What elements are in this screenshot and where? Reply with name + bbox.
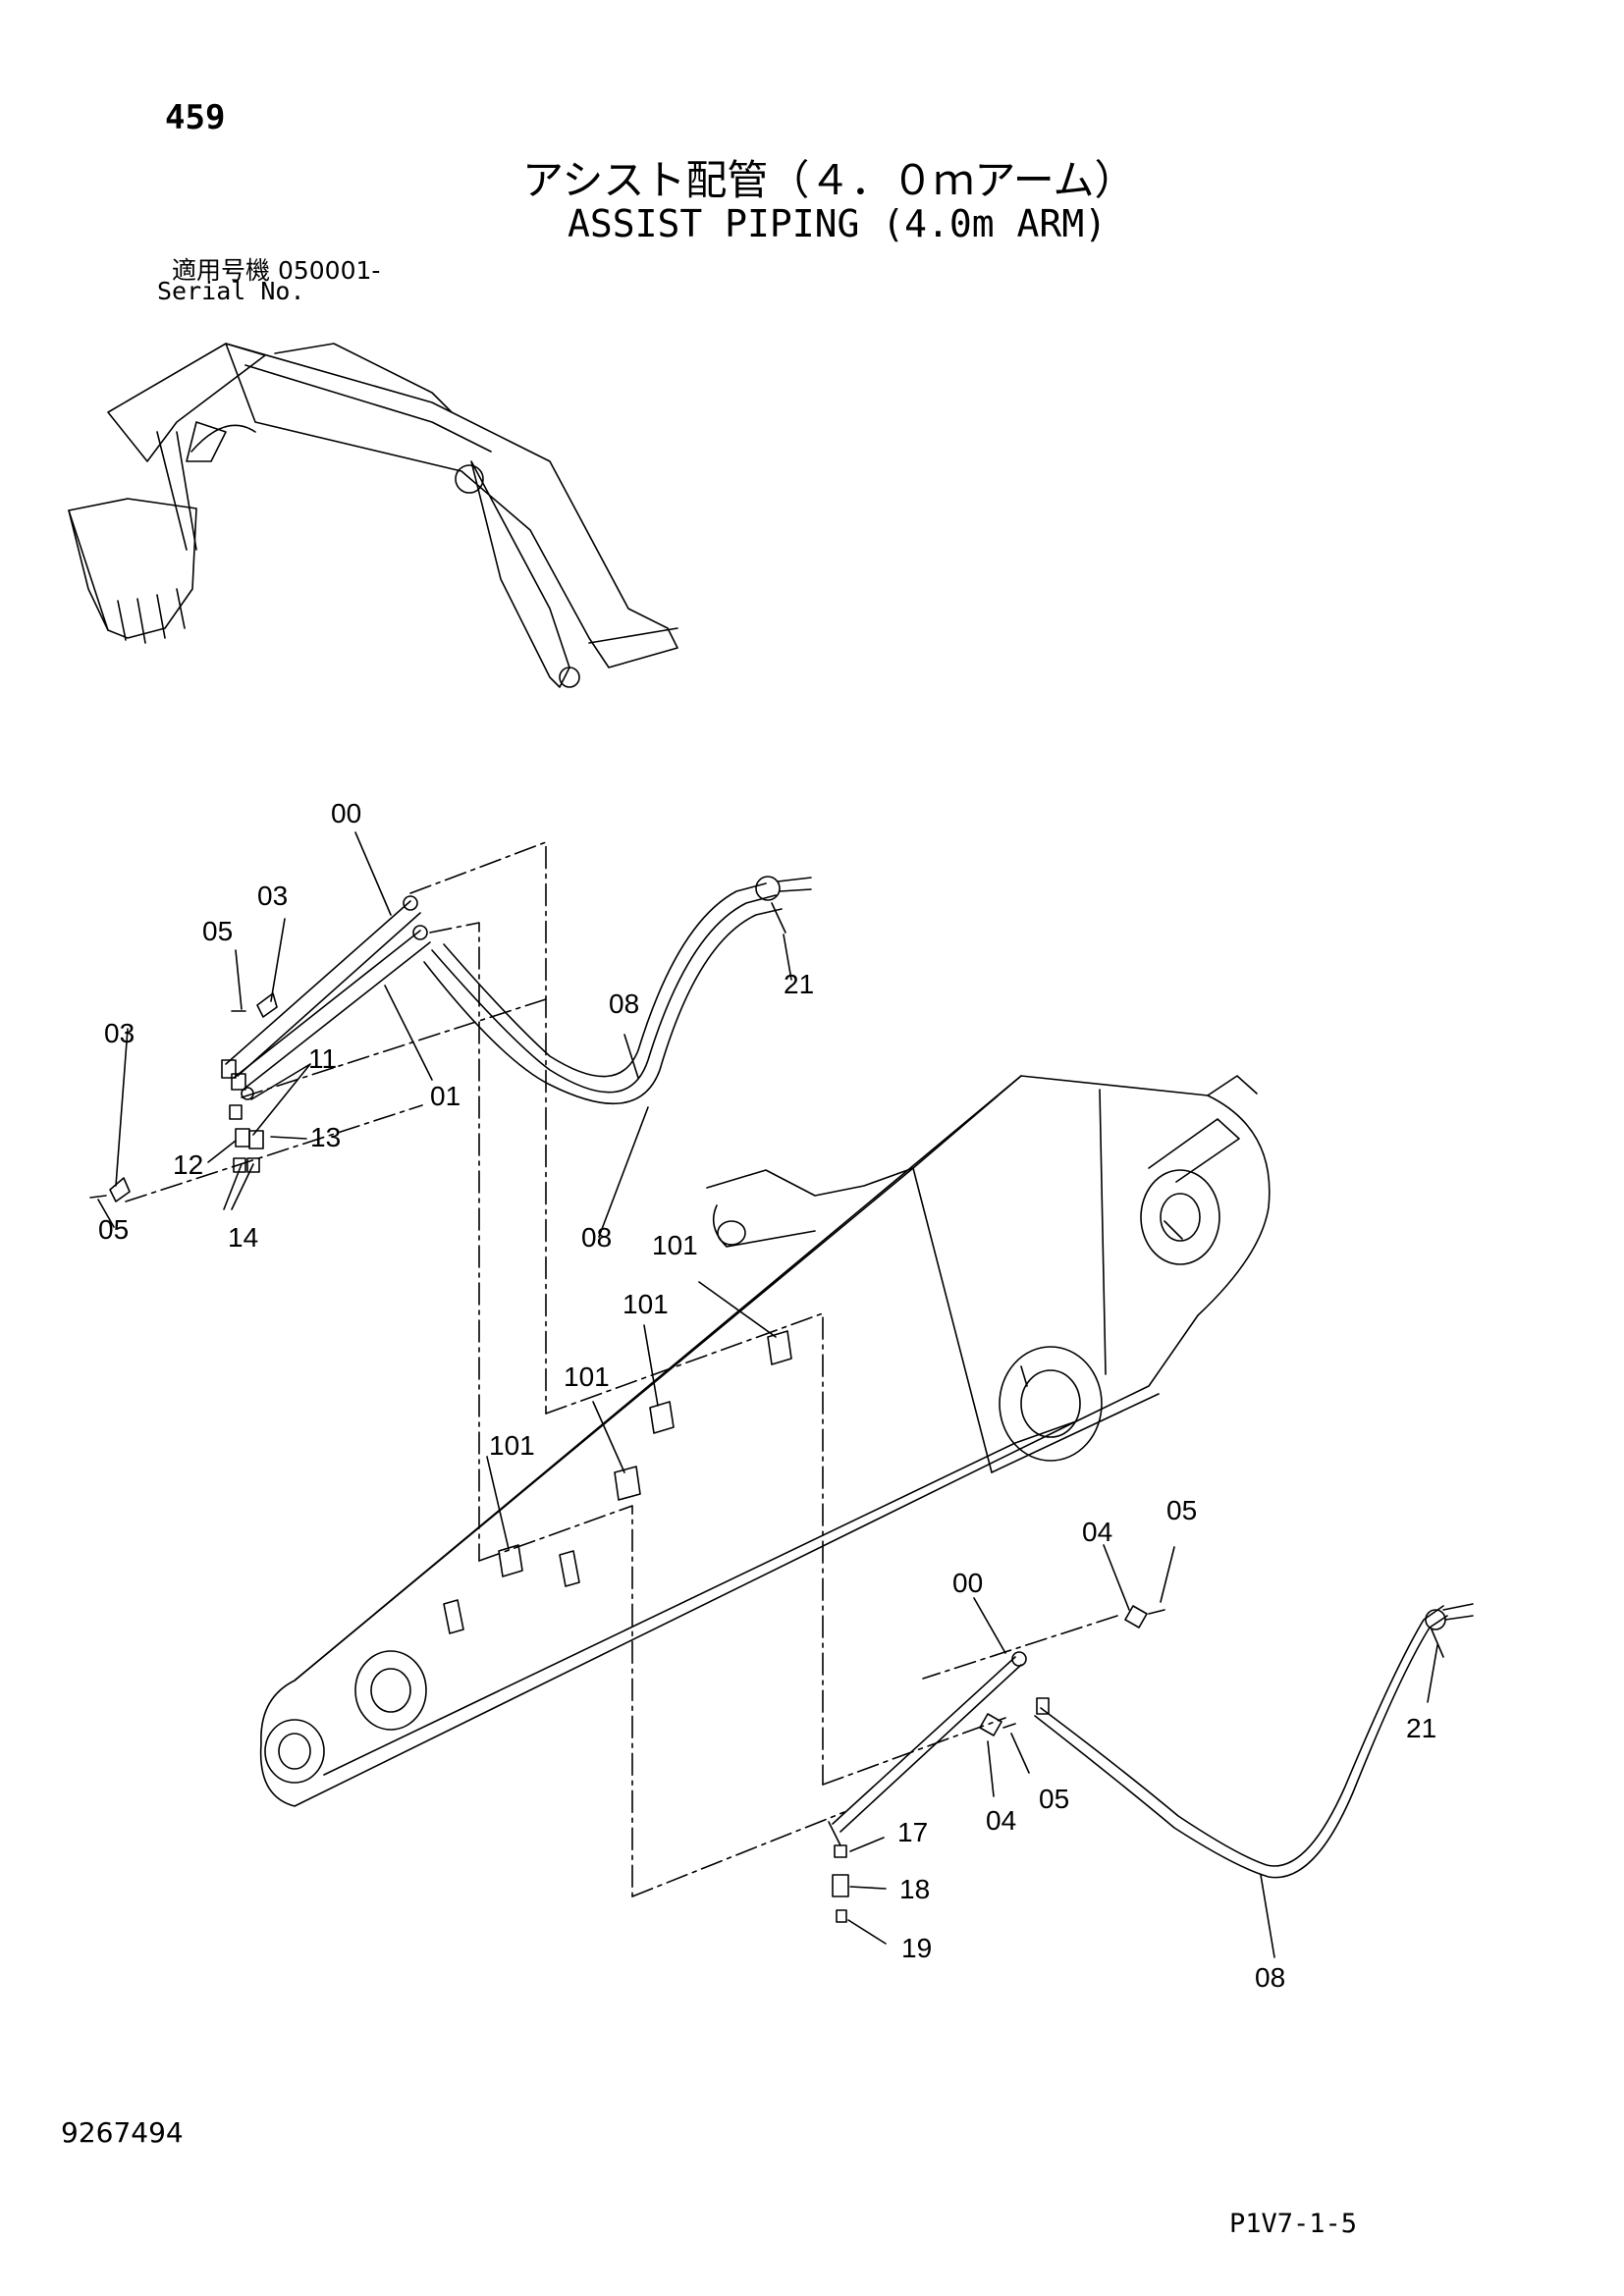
assembly-guide-lines <box>125 841 1118 1897</box>
callout-101-b: 101 <box>623 1289 669 1319</box>
excavator-overview-illustration <box>68 343 678 688</box>
clamp-blocks <box>486 1281 792 1577</box>
callout-05-b: 05 <box>98 1214 129 1245</box>
callout-14: 14 <box>228 1222 258 1253</box>
callout-101-c: 101 <box>564 1362 610 1392</box>
sheet-code: P1V7-1-5 <box>1229 2209 1358 2239</box>
callout-12: 12 <box>173 1149 203 1180</box>
title-english: ASSIST PIPING (4.0m ARM) <box>568 202 1108 245</box>
callout-08-c: 08 <box>1255 1962 1285 1993</box>
callout-11: 11 <box>308 1043 337 1074</box>
callout-08-a: 08 <box>609 988 639 1019</box>
serial-number-label: Serial No. <box>157 277 305 305</box>
callout-19: 19 <box>901 1933 932 1963</box>
callout-101-a: 101 <box>652 1230 698 1260</box>
callout-05-c: 05 <box>1166 1495 1197 1525</box>
page-number: 459 <box>165 98 226 137</box>
callout-05-a: 05 <box>202 916 233 946</box>
title-japanese: アシスト配管（４．０ｍアーム） <box>522 156 1136 204</box>
callout-18: 18 <box>899 1874 930 1904</box>
callout-03-b: 03 <box>104 1018 135 1048</box>
callout-101-d: 101 <box>489 1430 535 1461</box>
callout-labels: 00 03 05 03 11 13 12 05 14 01 08 08 21 1… <box>98 798 1436 1993</box>
callout-05-d: 05 <box>1039 1784 1069 1814</box>
callout-21-b: 21 <box>1406 1713 1436 1743</box>
arm-structure <box>259 1075 1271 1807</box>
callout-03-a: 03 <box>257 881 288 911</box>
serial-applicable-label: 適用号機 050001- <box>172 256 381 285</box>
callout-04-b: 04 <box>986 1805 1016 1836</box>
callout-04-a: 04 <box>1082 1517 1112 1547</box>
callout-17: 17 <box>897 1817 928 1847</box>
callout-00-bottom: 00 <box>952 1568 983 1598</box>
callout-21-a: 21 <box>784 969 814 999</box>
callout-08-b: 08 <box>581 1222 612 1253</box>
callout-01: 01 <box>430 1081 460 1111</box>
lower-assist-piping-assembly <box>828 1544 1474 1958</box>
document-number: 9267494 <box>61 2116 184 2149</box>
callout-13: 13 <box>310 1122 341 1152</box>
callout-00-top: 00 <box>331 798 361 828</box>
